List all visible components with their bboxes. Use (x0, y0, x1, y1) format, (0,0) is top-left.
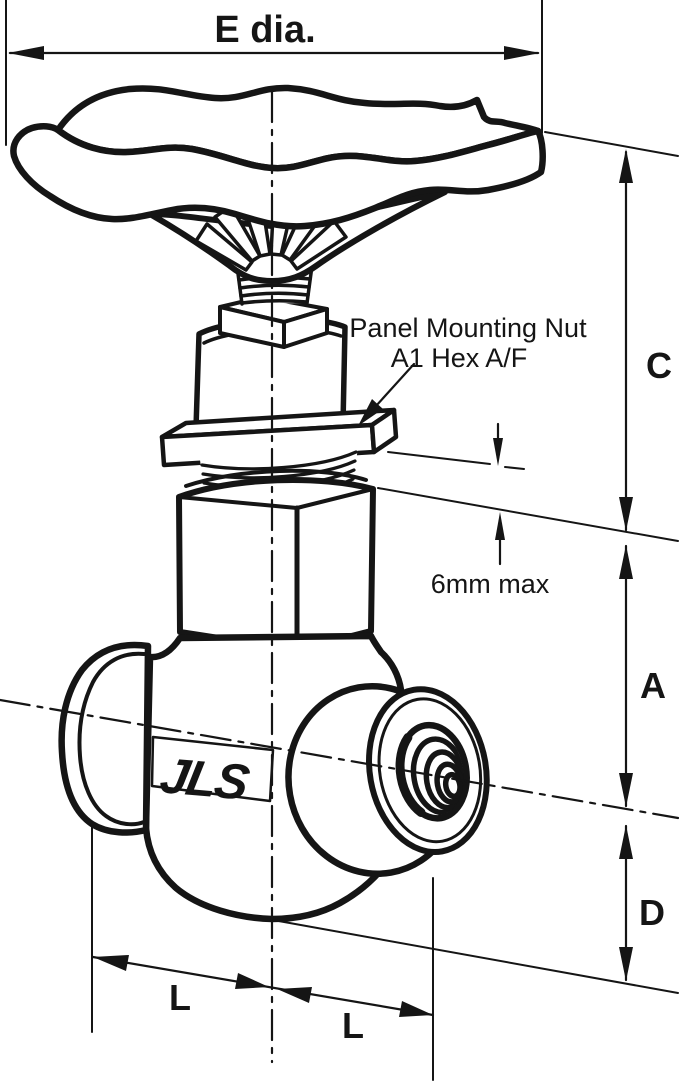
ext-line-handwheel-top (544, 131, 679, 157)
arrow-6mm-up (495, 512, 505, 540)
label-e-dia: E dia. (214, 9, 315, 51)
label-panel-note-line2: A1 Hex A/F (391, 343, 528, 373)
arrow-d-bottom (619, 947, 633, 981)
arrow-l-left (93, 955, 129, 971)
label-a: A (640, 665, 666, 706)
arrow-a-top (619, 545, 633, 579)
label-d: D (639, 892, 665, 933)
arrow-a-bottom (619, 773, 633, 807)
label-panel-gap: 6mm max (431, 569, 550, 599)
ext-line-flange-bottom (387, 451, 491, 465)
handwheel (10, 84, 546, 230)
arrow-6mm-down (493, 438, 503, 466)
centerlines (0, 90, 679, 1064)
gland-hex (176, 468, 376, 653)
dimension-labels: E dia. C A D L L Panel Mounting Nut A1 H… (169, 9, 672, 1046)
ext-line-hex-top (377, 487, 679, 542)
label-l-right: L (342, 1005, 364, 1046)
arrow-leader-panel-nut (358, 399, 383, 426)
arrow-e-right (504, 46, 540, 60)
label-l-left: L (169, 977, 191, 1018)
front-port (285, 682, 490, 878)
dimensions (5, 0, 679, 1081)
arrowheads (8, 46, 633, 1017)
label-c: C (646, 345, 672, 386)
jls-logo-plate: JLS (150, 735, 275, 811)
arrow-d-top (619, 825, 633, 859)
arrow-c-top (619, 149, 633, 183)
arrow-l-right (399, 1001, 433, 1017)
arrow-l-center-left (277, 987, 312, 1003)
arrow-e-left (8, 46, 44, 60)
jls-logo: JLS (156, 748, 254, 811)
left-port (58, 641, 152, 836)
label-panel-note-line1: Panel Mounting Nut (349, 313, 587, 343)
arrow-c-bottom (619, 497, 633, 531)
arrow-l-center-right (235, 973, 269, 989)
ext-line-body-bottom (272, 919, 679, 994)
ext-dash-6mm (504, 466, 525, 470)
centerline-port-axis (0, 698, 679, 820)
